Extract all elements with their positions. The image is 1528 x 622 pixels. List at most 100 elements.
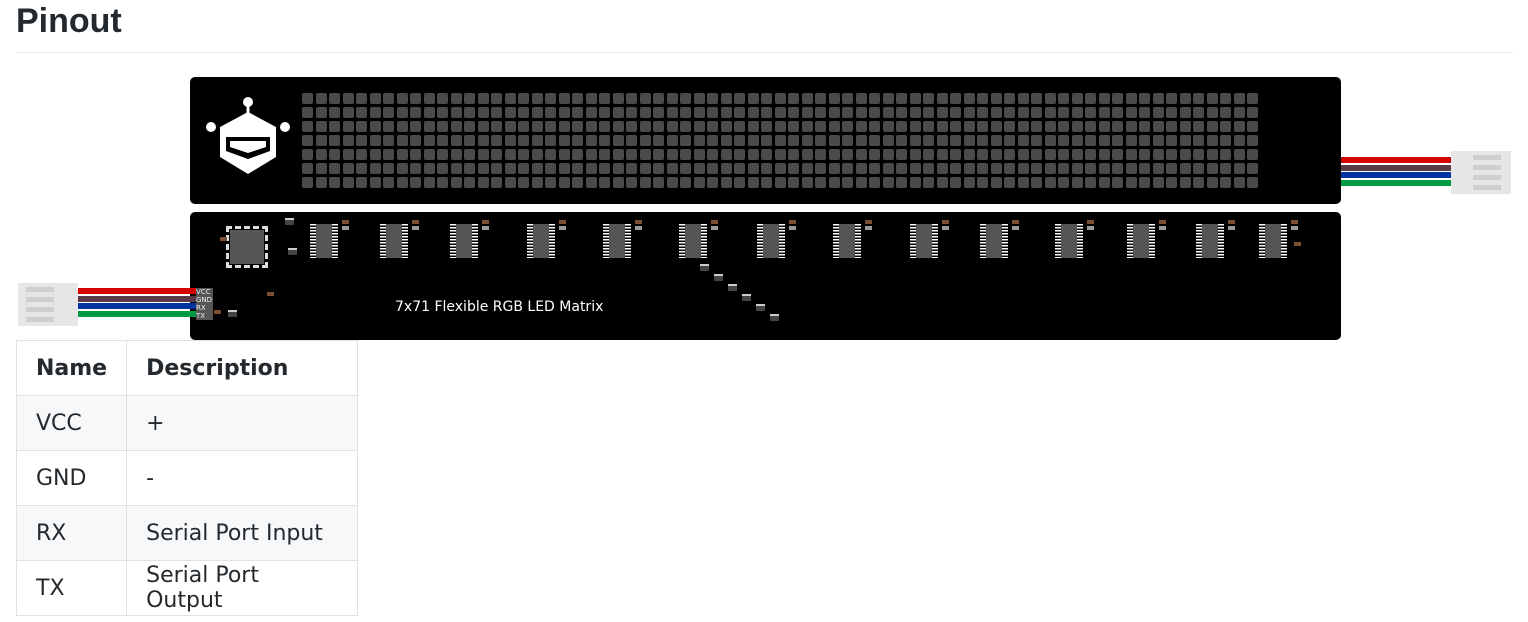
- led: [531, 149, 543, 160]
- led: [504, 107, 516, 118]
- transistor: [714, 274, 723, 281]
- led: [1247, 149, 1258, 160]
- led: [1152, 163, 1164, 174]
- led: [1139, 163, 1150, 174]
- led: [450, 135, 462, 146]
- connector-pin: [26, 297, 54, 302]
- led: [801, 135, 813, 146]
- led: [1233, 149, 1245, 160]
- led: [1031, 107, 1042, 118]
- led: [545, 149, 556, 160]
- led: [815, 149, 826, 160]
- led: [342, 163, 354, 174]
- led: [747, 177, 759, 188]
- led: [491, 107, 502, 118]
- led: [1058, 93, 1069, 104]
- led: [896, 107, 907, 118]
- led: [315, 149, 327, 160]
- led: [950, 177, 961, 188]
- led: [329, 93, 340, 104]
- resistor: [711, 226, 718, 230]
- led: [815, 93, 826, 104]
- led: [1085, 177, 1096, 188]
- led: [1085, 121, 1096, 132]
- led: [1193, 107, 1204, 118]
- led: [1044, 135, 1056, 146]
- led: [680, 107, 691, 118]
- led: [1017, 93, 1029, 104]
- led: [491, 149, 502, 160]
- led: [990, 135, 1002, 146]
- led: [639, 93, 651, 104]
- led: [410, 149, 421, 160]
- led: [369, 107, 381, 118]
- led: [747, 107, 759, 118]
- led: [801, 121, 813, 132]
- led: [761, 93, 772, 104]
- led: [545, 135, 556, 146]
- led: [774, 121, 786, 132]
- led: [720, 93, 732, 104]
- led: [396, 177, 408, 188]
- led: [1071, 135, 1083, 146]
- led: [1031, 135, 1042, 146]
- led: [477, 93, 489, 104]
- connector-pin: [26, 287, 54, 292]
- led: [869, 163, 880, 174]
- led: [1125, 163, 1137, 174]
- led: [437, 135, 448, 146]
- led: [923, 177, 934, 188]
- led: [1166, 93, 1177, 104]
- led: [383, 177, 394, 188]
- led: [464, 135, 475, 146]
- connector-pin: [26, 307, 54, 312]
- led: [1112, 135, 1123, 146]
- led: [477, 121, 489, 132]
- driver-chip: [380, 224, 408, 258]
- wire: [78, 310, 196, 317]
- column-header-name: Name: [15, 340, 128, 396]
- led: [585, 177, 597, 188]
- led: [1044, 107, 1056, 118]
- led: [1098, 107, 1110, 118]
- led: [1098, 121, 1110, 132]
- led: [545, 107, 556, 118]
- led: [788, 163, 799, 174]
- led: [936, 107, 948, 118]
- led: [1058, 177, 1069, 188]
- led: [882, 107, 894, 118]
- led: [693, 177, 705, 188]
- led: [666, 135, 678, 146]
- led: [761, 177, 772, 188]
- led: [990, 177, 1002, 188]
- led: [842, 121, 853, 132]
- led: [693, 93, 705, 104]
- led: [572, 177, 583, 188]
- led: [477, 163, 489, 174]
- led: [1193, 163, 1204, 174]
- led: [1179, 177, 1191, 188]
- led: [329, 121, 340, 132]
- led: [936, 149, 948, 160]
- led: [1220, 135, 1231, 146]
- transistor: [700, 264, 709, 271]
- led: [572, 149, 583, 160]
- divider: [16, 52, 1513, 53]
- led: [707, 135, 718, 146]
- board-label: 7x71 Flexible RGB LED Matrix: [395, 299, 604, 315]
- led: [963, 177, 975, 188]
- led: [356, 149, 367, 160]
- connector-pin: [1473, 175, 1501, 180]
- led: [936, 93, 948, 104]
- led: [572, 163, 583, 174]
- led: [761, 163, 772, 174]
- led: [990, 163, 1002, 174]
- led: [329, 107, 340, 118]
- led: [626, 121, 637, 132]
- led: [747, 121, 759, 132]
- led: [950, 93, 961, 104]
- led: [923, 135, 934, 146]
- led: [1152, 177, 1164, 188]
- wire: [78, 288, 196, 294]
